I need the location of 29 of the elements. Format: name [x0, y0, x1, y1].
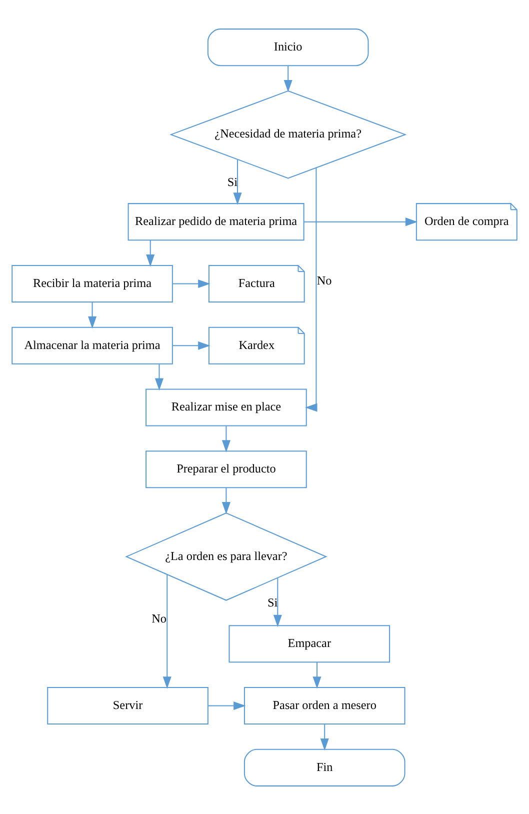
node-box: Inicio	[207, 28, 369, 66]
arrow	[273, 578, 282, 627]
node-box: Fin	[244, 748, 406, 786]
node-box: Pasar orden a mesero	[244, 686, 406, 724]
arrow	[222, 487, 230, 514]
arrow	[284, 65, 292, 92]
edge-label: No	[152, 610, 166, 625]
arrow	[320, 724, 329, 750]
arrow	[304, 217, 418, 226]
edge-label: No	[316, 273, 332, 288]
node-box: Preparar el producto	[146, 450, 307, 488]
node-box: Servir	[47, 686, 208, 724]
arrow	[222, 426, 230, 452]
arrow	[208, 701, 246, 710]
node-box: Recibir la materia prima	[12, 264, 173, 302]
arrow	[146, 240, 155, 266]
node-box: Realizar pedido de materia prima	[128, 202, 304, 240]
node-box: Almacenar la materia prima	[12, 326, 173, 364]
arrow	[233, 159, 242, 204]
arrow	[88, 302, 97, 328]
node-box: Empacar	[228, 624, 390, 662]
arrow	[305, 167, 318, 412]
node-box: Realizar mise en place	[146, 388, 307, 426]
arrow	[172, 278, 210, 288]
arrow	[154, 364, 164, 390]
arrow	[312, 662, 322, 688]
node-diamond: ¿Necesidad de materia prima?	[170, 90, 407, 178]
arrow	[162, 574, 172, 688]
arrow	[172, 340, 210, 350]
